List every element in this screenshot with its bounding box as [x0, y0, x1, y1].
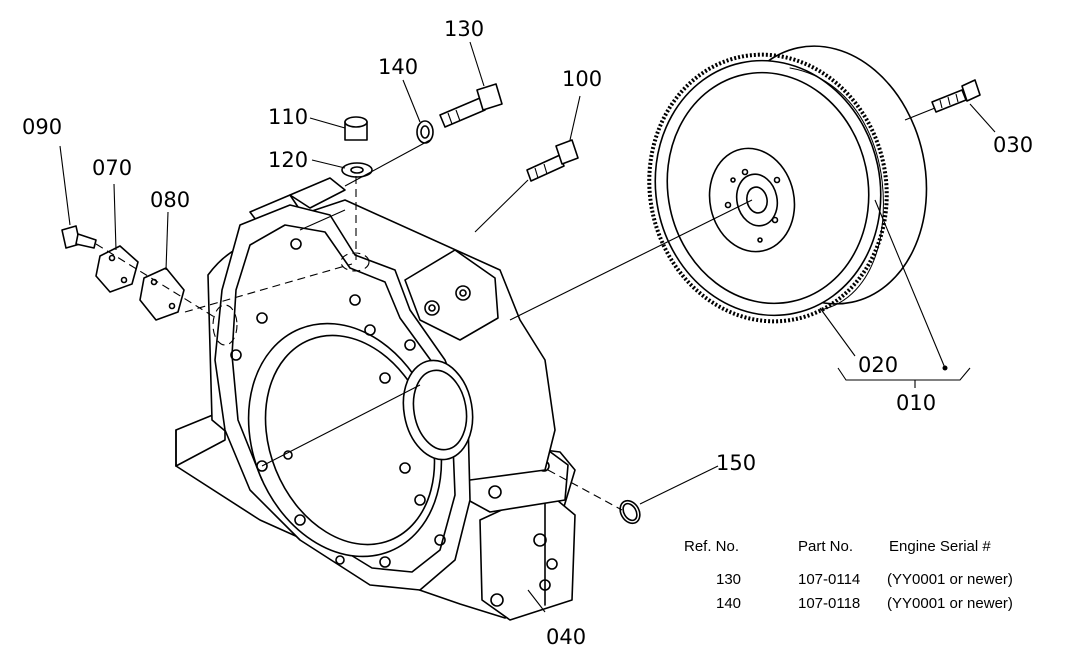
callout-140: 140 — [378, 55, 418, 79]
callout-070: 070 — [92, 156, 132, 180]
callout-150: 150 — [716, 451, 756, 475]
callout-080: 080 — [150, 188, 190, 212]
table-header-part-no: Part No. — [798, 538, 854, 555]
table-header-ref-no: Ref. No. — [684, 538, 740, 555]
callout-040: 040 — [546, 625, 586, 649]
washer-120 — [341, 162, 373, 178]
bolt-090 — [61, 225, 97, 249]
cover-plate-070 — [95, 245, 139, 293]
washer-140 — [416, 120, 434, 144]
table-header-engine-serial: Engine Serial # — [889, 538, 991, 555]
table-cell-part: 107-0118 — [798, 595, 861, 612]
flywheel-housing-040 — [175, 177, 576, 621]
table-cell-ref: 130 — [716, 571, 742, 588]
callout-090: 090 — [22, 115, 62, 139]
callout-030: 030 — [993, 133, 1033, 157]
callout-010: 010 — [896, 391, 936, 415]
table-cell-serial: (YY0001 or newer) — [887, 571, 1013, 588]
callout-100: 100 — [562, 67, 602, 91]
table-cell-part: 107-0114 — [798, 571, 861, 588]
table-cell-serial: (YY0001 or newer) — [887, 595, 1013, 612]
callout-020: 020 — [858, 353, 898, 377]
o-ring-150 — [619, 499, 641, 525]
flywheel-020 — [647, 45, 928, 324]
callout-130: 130 — [444, 17, 484, 41]
leader-lines — [59, 41, 996, 613]
table-cell-ref: 140 — [716, 595, 742, 612]
bolt-130 — [439, 83, 503, 128]
callout-110: 110 — [268, 105, 308, 129]
bolt-100 — [526, 139, 579, 182]
plug-110 — [344, 116, 368, 141]
callout-120: 120 — [268, 148, 308, 172]
